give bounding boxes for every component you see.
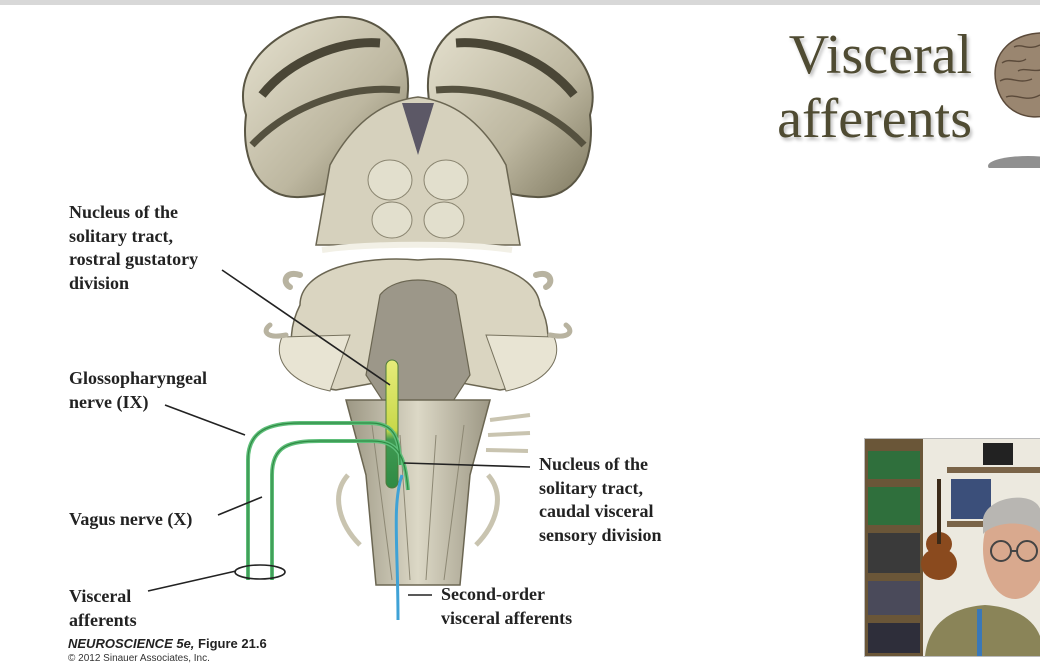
slide-title-line1: Visceral [788, 24, 972, 86]
brain-icon [988, 32, 1040, 168]
visceral-afferent-ring [234, 564, 286, 580]
label-rostral-gustatory-division: Nucleus of the solitary tract, rostral g… [69, 202, 199, 293]
slide-canvas: Nucleus of the solitary tract, rostral g… [0, 5, 1040, 670]
solitary-tract [385, 359, 399, 489]
caption-figure-number: Figure 21.6 [194, 636, 267, 651]
label-visceral-afferents: Visceral afferents [69, 586, 137, 630]
midbrain [315, 96, 521, 246]
second-order-fiber [394, 474, 404, 621]
presenter-video [864, 438, 1040, 657]
copyright-notice: © 2012 Sinauer Associates, Inc. [68, 653, 210, 664]
window-top-bar [0, 0, 1040, 5]
caption-book-title: NEUROSCIENCE 5e, [68, 636, 195, 651]
third-ventricle [402, 103, 434, 155]
label-second-order-afferents: Second-order visceral afferents [441, 584, 573, 628]
leader-lines [147, 269, 531, 596]
slide-title-line2: afferents [777, 88, 972, 150]
label-caudal-visceral-division: Nucleus of the solitary tract, caudal vi… [539, 454, 662, 545]
medulla [345, 399, 491, 586]
brainstem-figure [147, 15, 594, 621]
figure-caption: NEUROSCIENCE 5e, Figure 21.6 [68, 636, 267, 651]
label-glossopharyngeal-nerve: Glossopharyngeal nerve (IX) [69, 368, 208, 412]
label-vagus-nerve: Vagus nerve (X) [69, 509, 193, 529]
slide-title: Visceral afferents [777, 23, 972, 151]
